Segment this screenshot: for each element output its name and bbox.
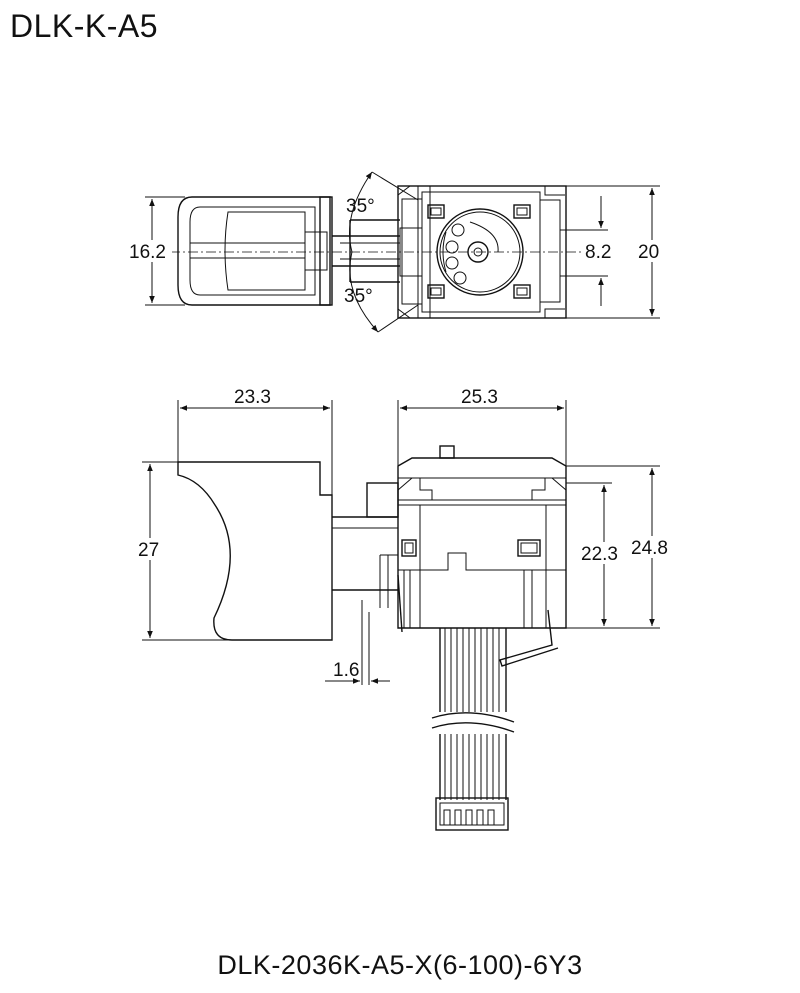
dim-side-body-inner-height: 22.3	[581, 544, 618, 565]
angle-top-label: 35°	[346, 196, 375, 217]
angle-bottom-label: 35°	[344, 286, 373, 307]
drawing-title: DLK-K-A5	[10, 8, 159, 44]
wire-bundle	[430, 628, 516, 800]
dim-top-trigger-height: 16.2	[129, 242, 166, 263]
part-number: DLK-2036K-A5-X(6-100)-6Y3	[217, 950, 583, 980]
dim-side-trigger-height: 27	[138, 540, 159, 561]
dim-top-inner: 8.2	[585, 242, 611, 263]
dim-top-body-height: 20	[638, 242, 659, 263]
dim-side-gap: 1.6	[333, 660, 359, 681]
top-trigger	[177, 196, 333, 306]
dim-side-trigger-width: 23.3	[234, 387, 271, 408]
top-view: 35° 35° 16.2 8.2 20	[128, 171, 664, 333]
side-trigger	[177, 461, 333, 641]
dim-side-body-width: 25.3	[461, 387, 498, 408]
side-switch-body	[397, 445, 567, 667]
side-view: 23.3 25.3 27 22.3 24.8 1.6	[136, 387, 674, 831]
wire-connector	[435, 797, 509, 831]
top-shaft	[332, 219, 400, 283]
dim-side-body-outer-height: 24.8	[631, 538, 668, 559]
side-shaft	[332, 482, 403, 633]
